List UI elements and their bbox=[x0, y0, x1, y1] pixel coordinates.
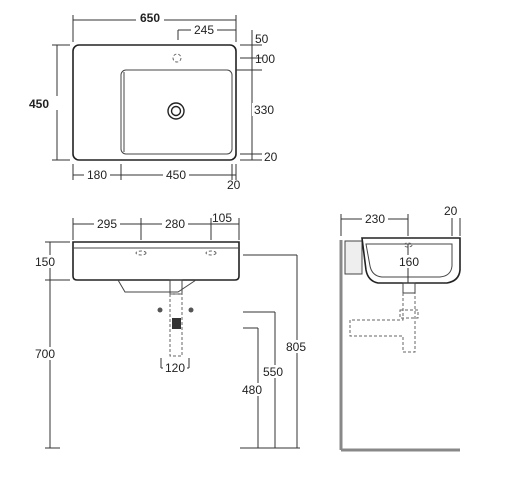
drain-inner-icon bbox=[170, 105, 182, 117]
fixing-bolt-right-icon bbox=[188, 307, 194, 313]
top-view: 650 245 50 100 330 20 450 180 450 2 bbox=[29, 11, 278, 192]
side-bowl-outline bbox=[365, 243, 453, 278]
label-bg bbox=[94, 217, 120, 230]
label-bg bbox=[163, 168, 189, 181]
top-basin-outline bbox=[72, 44, 237, 161]
side-trap-top bbox=[402, 282, 416, 294]
tap-hole-icon bbox=[172, 53, 182, 63]
dim-50-label: 50 bbox=[255, 32, 269, 46]
label-bg bbox=[261, 365, 287, 378]
label-bg bbox=[162, 217, 188, 230]
dim-450-bowl-label: 450 bbox=[166, 168, 186, 182]
wall-bracket bbox=[344, 240, 363, 275]
dim-160-label: 160 bbox=[399, 255, 419, 269]
side-trap-nut bbox=[399, 309, 419, 319]
dim-245-label: 245 bbox=[194, 23, 214, 37]
dim-20-rim-label: 20 bbox=[444, 204, 458, 218]
dim-100-label: 100 bbox=[255, 52, 275, 66]
dim-230-label: 230 bbox=[365, 212, 385, 226]
waste-outlet-icon bbox=[172, 318, 181, 329]
label-bg bbox=[84, 168, 110, 181]
overflow-hole-right-icon bbox=[205, 250, 217, 256]
side-view: 230 20 160 bbox=[339, 204, 461, 452]
side-trap-pipe bbox=[349, 293, 416, 353]
label-bg bbox=[163, 361, 187, 374]
label-bg bbox=[191, 23, 217, 36]
label-bg bbox=[136, 11, 164, 24]
dim-295-label: 295 bbox=[97, 217, 117, 231]
label-bg bbox=[285, 340, 311, 353]
top-bowl-outline bbox=[120, 69, 233, 155]
under-basin-shape bbox=[117, 279, 197, 293]
label-bg bbox=[362, 212, 388, 225]
overflow-hole-left-icon bbox=[135, 250, 147, 256]
label-bg bbox=[30, 96, 64, 110]
dim-105-label: 105 bbox=[212, 211, 232, 225]
front-basin-outline bbox=[72, 241, 240, 281]
drain-icon bbox=[167, 102, 185, 120]
dim-20-right-label: 20 bbox=[227, 178, 241, 192]
trap-pipe bbox=[169, 293, 183, 357]
label-bg bbox=[33, 347, 59, 360]
dim-120-label: 120 bbox=[165, 361, 185, 375]
label-bg bbox=[33, 255, 59, 268]
dim-650-label: 650 bbox=[140, 11, 160, 25]
fixing-bolt-left-icon bbox=[157, 307, 163, 313]
dim-180-label: 180 bbox=[87, 168, 107, 182]
dim-330-label: 330 bbox=[254, 103, 274, 117]
dim-700-label: 700 bbox=[35, 347, 55, 361]
label-bg bbox=[252, 103, 277, 116]
side-tap-hole-icon bbox=[403, 242, 413, 248]
dim-550-label: 550 bbox=[263, 365, 283, 379]
dim-150-label: 150 bbox=[35, 255, 55, 269]
dim-280-label: 280 bbox=[165, 217, 185, 231]
front-view: 295 280 105 150 700 120 480 550 805 bbox=[33, 211, 311, 449]
dim-805-label: 805 bbox=[286, 340, 306, 354]
side-basin-outline bbox=[361, 237, 461, 284]
dim-480-label: 480 bbox=[242, 383, 262, 397]
dim-450-depth-label: 450 bbox=[29, 97, 49, 111]
dim-20-front-label: 20 bbox=[264, 150, 278, 164]
label-bg bbox=[396, 255, 422, 268]
label-bg bbox=[240, 383, 266, 396]
